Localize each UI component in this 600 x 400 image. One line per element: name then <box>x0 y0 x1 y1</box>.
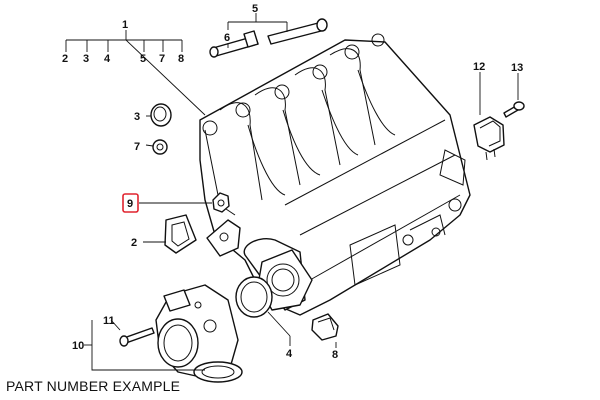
callout-4: 4 <box>286 348 293 360</box>
callout-5: 5 <box>252 3 258 15</box>
callout-3-top: 3 <box>83 53 89 65</box>
leader-lines <box>65 13 519 371</box>
sensor-part-12[interactable] <box>473 116 505 161</box>
callout-2-top: 2 <box>62 53 68 65</box>
callout-5-top: 5 <box>140 53 146 65</box>
o-ring-part-4[interactable] <box>235 276 273 318</box>
gasket-part-2[interactable] <box>164 214 197 254</box>
callout-labels: 1 2 3 4 5 7 8 5 6 3 7 9 2 4 8 12 13 11 1… <box>62 3 523 361</box>
callout-10: 10 <box>72 340 84 352</box>
callout-2: 2 <box>131 237 137 249</box>
callout-9: 9 <box>127 198 133 210</box>
grommet-part-7[interactable] <box>152 139 168 155</box>
highlight-box <box>122 193 139 213</box>
callout-8: 8 <box>332 349 338 361</box>
callout-3: 3 <box>134 111 140 123</box>
intake-manifold[interactable] <box>199 33 471 316</box>
callout-7: 7 <box>134 141 140 153</box>
clip-part-8[interactable] <box>311 313 339 341</box>
seal-part-3[interactable] <box>150 103 172 127</box>
callout-7-top: 7 <box>159 53 165 65</box>
throttle-body-part-10[interactable] <box>155 284 243 383</box>
callout-13: 13 <box>511 62 523 74</box>
bolt-part-6[interactable] <box>209 30 259 58</box>
caption-text: PART NUMBER EXAMPLE <box>6 378 181 394</box>
callout-4-top: 4 <box>104 53 111 65</box>
callout-11: 11 <box>103 315 115 327</box>
nut-part-9[interactable] <box>212 192 230 213</box>
screw-part-11[interactable] <box>119 327 155 347</box>
callout-6: 6 <box>224 32 230 44</box>
screw-part-13[interactable] <box>503 101 525 118</box>
stud-part-5[interactable] <box>267 18 328 45</box>
callout-1: 1 <box>122 19 128 31</box>
callout-12: 12 <box>473 61 485 73</box>
callout-8-top: 8 <box>178 53 184 65</box>
